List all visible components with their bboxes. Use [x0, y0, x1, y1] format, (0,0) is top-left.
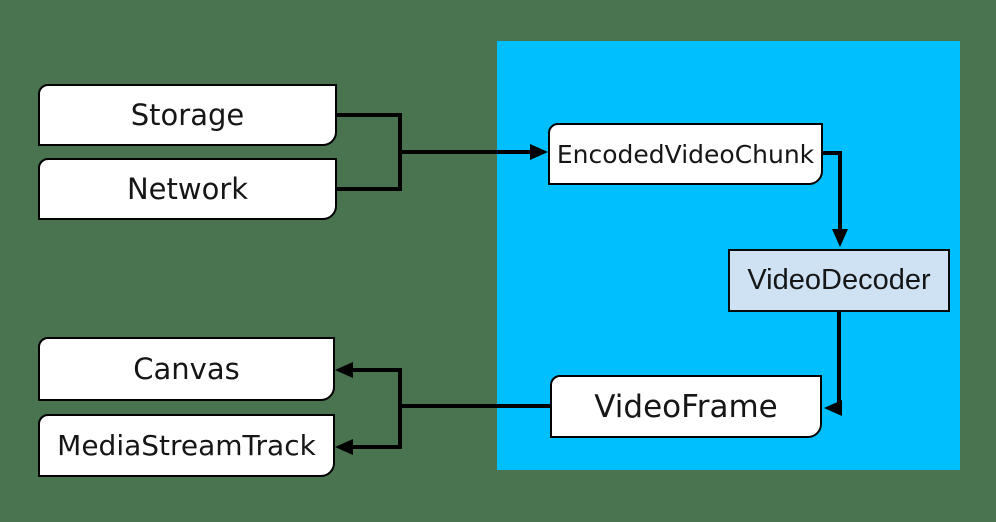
arrowhead-into-canvas — [335, 362, 353, 378]
node-video-decoder: VideoDecoder — [728, 249, 950, 312]
edge-chunk-down-vertical — [838, 151, 842, 231]
node-network-label: Network — [126, 172, 249, 206]
arrowhead-into-video-decoder — [832, 229, 848, 247]
node-encoded-video-chunk: EncodedVideoChunk — [548, 123, 823, 185]
node-video-decoder-label: VideoDecoder — [747, 264, 931, 296]
node-storage: Storage — [38, 84, 337, 146]
edge-to-media-stream-track — [353, 445, 400, 449]
node-network: Network — [38, 158, 337, 220]
edge-decoder-down-vertical — [837, 312, 841, 412]
edge-network-out — [337, 187, 402, 191]
edge-storage-out — [337, 113, 402, 117]
edge-to-encoded-video-chunk — [398, 150, 532, 154]
edge-frame-out-horizontal — [398, 404, 550, 408]
node-canvas: Canvas — [38, 337, 335, 401]
node-encoded-video-chunk-label: EncodedVideoChunk — [556, 139, 815, 169]
node-video-frame-label: VideoFrame — [594, 388, 778, 425]
arrowhead-into-media-stream-track — [335, 439, 353, 455]
node-media-stream-track: MediaStreamTrack — [38, 414, 335, 477]
edge-split-vertical — [398, 368, 402, 449]
arrowhead-into-encoded-video-chunk — [530, 144, 548, 160]
node-storage-label: Storage — [130, 98, 245, 132]
node-media-stream-track-label: MediaStreamTrack — [57, 429, 316, 462]
node-video-frame: VideoFrame — [550, 375, 822, 438]
node-canvas-label: Canvas — [133, 352, 240, 386]
edge-chunk-out-horizontal — [823, 151, 842, 155]
arrowhead-into-video-frame — [824, 400, 842, 416]
edge-to-canvas — [353, 368, 400, 372]
